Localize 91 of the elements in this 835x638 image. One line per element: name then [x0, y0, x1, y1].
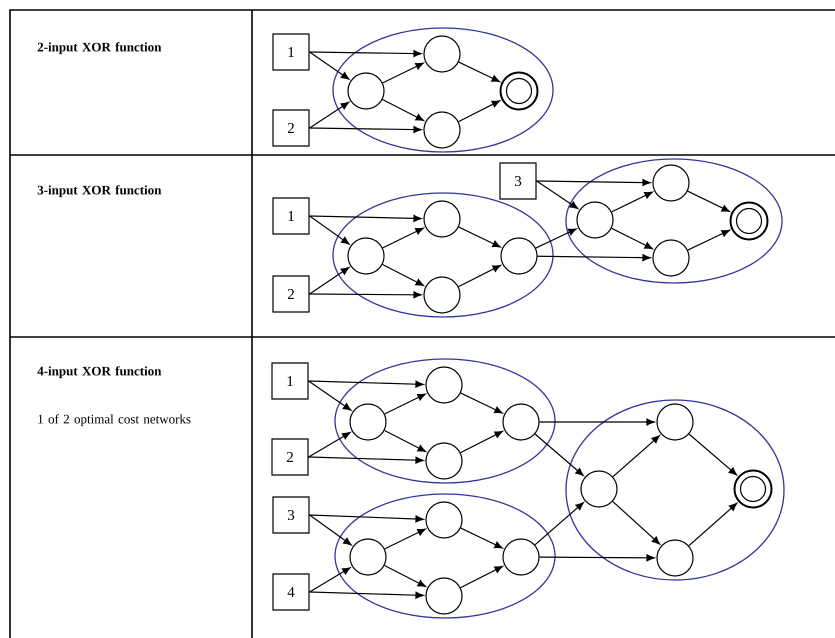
- row-heading: 2-input XOR function: [38, 42, 162, 54]
- arrow: [460, 430, 503, 454]
- arrow: [309, 514, 352, 546]
- gate-circle: [652, 164, 690, 202]
- arrow: [458, 264, 501, 288]
- gate-circle: [656, 539, 694, 577]
- gate-circle: [580, 470, 618, 508]
- input-box: 1: [272, 33, 310, 71]
- arrow: [460, 566, 503, 588]
- arrow: [688, 434, 738, 476]
- group-ellipse: [334, 493, 556, 619]
- group-ellipse: [332, 192, 554, 318]
- input-box: 2: [272, 275, 310, 313]
- arrow: [612, 435, 660, 478]
- arrow: [308, 380, 424, 388]
- input-box: 1: [272, 197, 310, 235]
- gate-circle: [502, 538, 540, 576]
- arrow: [309, 567, 351, 593]
- arrow: [382, 62, 424, 84]
- gate-circle: [423, 35, 461, 73]
- input-box: 2: [271, 438, 309, 476]
- arrow: [540, 418, 655, 426]
- arrow: [310, 50, 422, 58]
- group-ellipse: [565, 158, 783, 284]
- arrow: [384, 528, 426, 550]
- arrow: [458, 226, 501, 248]
- gate-circle: [423, 111, 461, 149]
- gate-circle: [349, 403, 387, 441]
- row-heading: 3-input XOR function: [38, 185, 162, 198]
- arrow: [310, 591, 424, 599]
- arrow: [538, 254, 651, 262]
- gate-circle: [425, 577, 463, 615]
- gate-circle: [500, 237, 538, 275]
- arrow: [310, 291, 422, 298]
- arrow: [536, 228, 577, 249]
- output-double-circle: [734, 470, 772, 508]
- arrow: [458, 62, 500, 82]
- group-ellipse: [332, 27, 554, 153]
- row-heading: 4-input XOR function: [37, 366, 162, 378]
- gate-circle: [347, 72, 385, 110]
- arrow: [308, 380, 352, 411]
- group-ellipse: [565, 399, 785, 581]
- input-box: 3: [272, 496, 310, 534]
- input-box: 4: [272, 573, 310, 611]
- gate-circle: [423, 200, 461, 238]
- gate-circle: [652, 239, 690, 277]
- output-double-circle: [500, 72, 538, 110]
- input-box: 3: [499, 162, 537, 200]
- gate-circle: [576, 201, 614, 239]
- gate-circle: [425, 501, 463, 539]
- group-ellipse: [334, 358, 556, 484]
- arrow: [687, 190, 730, 212]
- gate-circle: [425, 442, 463, 480]
- input-box: 2: [272, 109, 310, 147]
- arrow: [688, 502, 738, 546]
- arrow: [310, 214, 422, 222]
- arrow: [534, 434, 584, 476]
- arrow: [382, 98, 424, 122]
- arrow: [536, 180, 578, 209]
- arrow: [309, 216, 350, 244]
- gate-circle: [502, 403, 540, 441]
- gate-circle: [347, 237, 385, 275]
- arrow: [309, 52, 350, 80]
- arrow: [460, 528, 503, 549]
- arrow: [540, 554, 655, 562]
- arrow: [309, 267, 350, 294]
- gate-circle: [349, 538, 387, 576]
- arrow: [309, 102, 350, 128]
- arrow: [308, 456, 424, 464]
- arrow: [384, 564, 426, 588]
- arrow: [458, 100, 500, 122]
- cell-note: 1 of 2 optimal cost networks: [38, 414, 191, 426]
- arrow: [384, 430, 426, 452]
- input-box: 1: [271, 362, 309, 400]
- arrow: [688, 230, 730, 251]
- arrow: [310, 126, 422, 134]
- arrow: [534, 502, 584, 546]
- arrow: [536, 179, 651, 186]
- gate-circle: [656, 403, 694, 441]
- arrow: [460, 392, 503, 414]
- arrow: [382, 264, 424, 286]
- arrow: [611, 228, 653, 250]
- output-double-circle: [730, 202, 768, 240]
- arrow: [382, 228, 424, 248]
- arrow: [310, 514, 424, 522]
- arrow: [612, 501, 660, 545]
- arrow: [308, 432, 351, 458]
- arrow: [611, 192, 653, 212]
- gate-circle: [423, 276, 461, 314]
- arrow: [384, 394, 426, 414]
- gate-circle: [425, 366, 463, 404]
